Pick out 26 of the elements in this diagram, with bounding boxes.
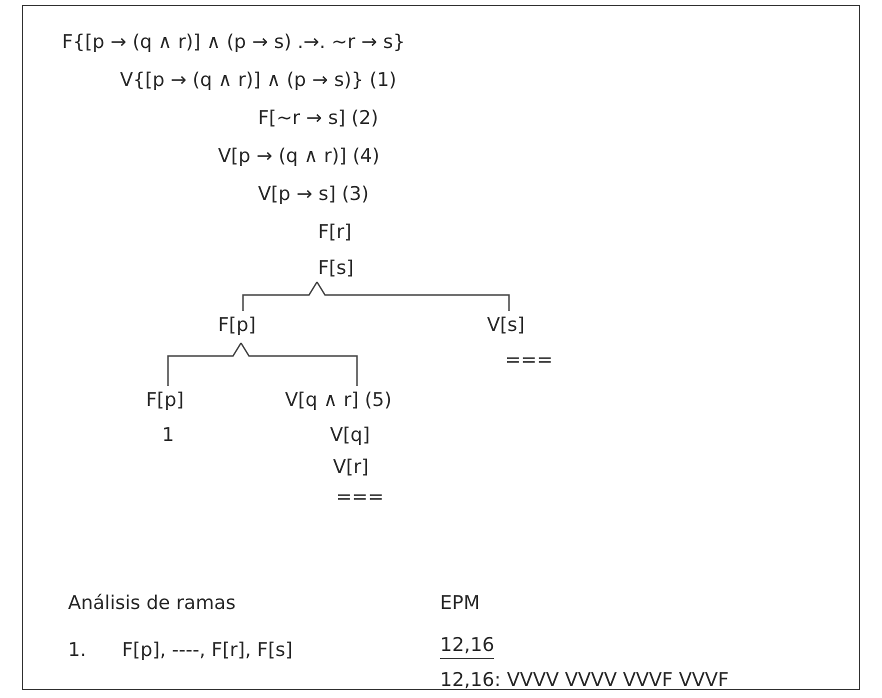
formula-line: V[s] (487, 313, 525, 337)
formula-line: F[~r → s] (2) (258, 106, 378, 130)
formula-line: V[p → s] (3) (258, 182, 369, 206)
closure-mark: === (505, 348, 553, 372)
formula-line: V[q] (330, 423, 370, 447)
formula-line: F{[p → (q ∧ r)] ∧ (p → s) .→. ~r → s} (62, 30, 406, 54)
formula-line: V{[p → (q ∧ r)] ∧ (p → s)} (1) (120, 68, 396, 92)
row-number: 1. (68, 638, 86, 662)
column-heading: EPM (440, 591, 480, 615)
branch-connector (167, 342, 242, 386)
formula-line: F[p] (218, 313, 256, 337)
branch-connector (242, 282, 318, 311)
closure-mark: === (336, 485, 384, 509)
formula-line: V[p → (q ∧ r)] (4) (218, 144, 380, 168)
formula-line: 1 (162, 423, 174, 447)
column-heading: Análisis de ramas (68, 591, 236, 615)
formula-line: V[r] (333, 455, 369, 479)
epm-value: 12,16 (440, 633, 494, 659)
epm-result: 12,16: VVVV VVVV VVVF VVVF (440, 668, 729, 692)
branch-connector (316, 282, 510, 311)
formula-line: F[s] (318, 256, 354, 280)
branch-connector (240, 342, 358, 386)
formula-line: F[p] (146, 388, 184, 412)
formula-line: F[r] (318, 220, 352, 244)
branch-analysis: F[p], ----, F[r], F[s] (122, 638, 293, 662)
formula-line: V[q ∧ r] (5) (285, 388, 392, 412)
